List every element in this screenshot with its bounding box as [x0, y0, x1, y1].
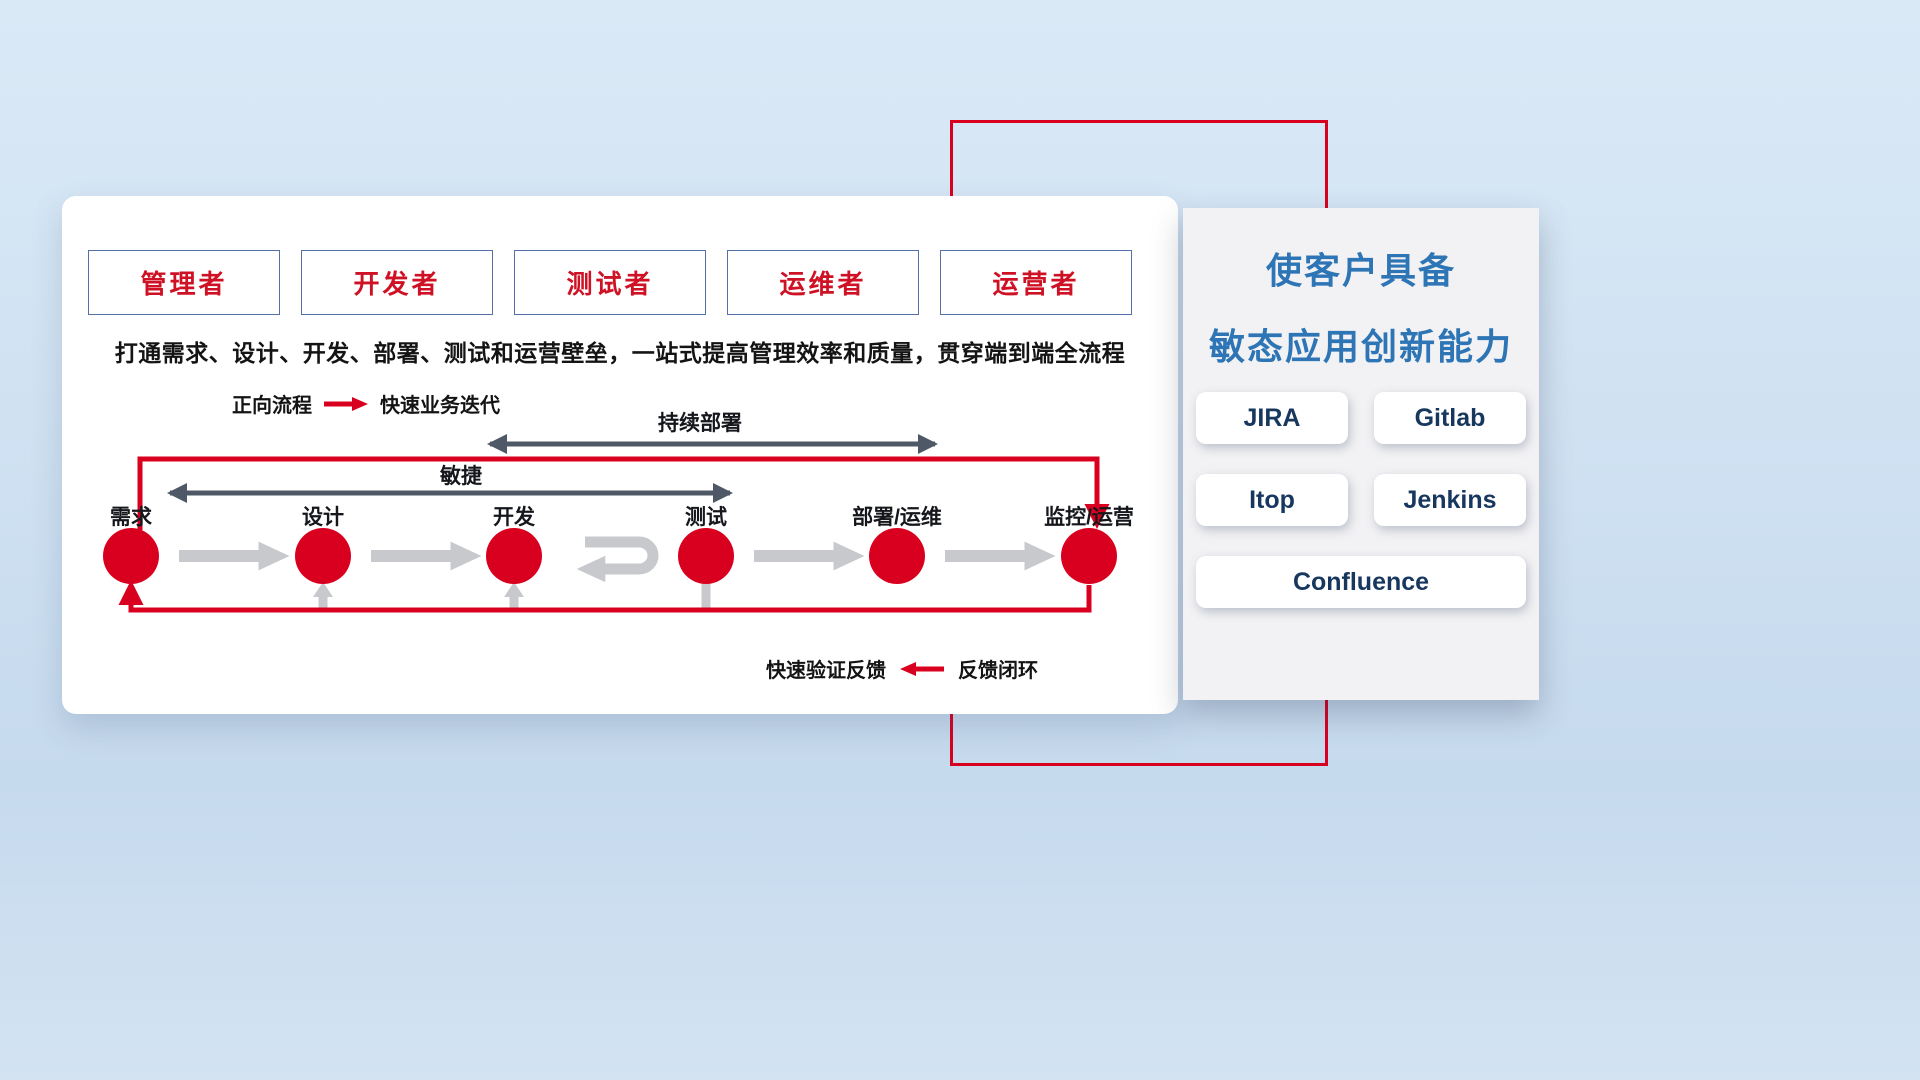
forward-legend-label: 正向流程 — [232, 395, 312, 417]
feedback-legend-value: 反馈闭环 — [958, 660, 1038, 682]
role-label: 运维者 — [779, 269, 867, 299]
stage-label-development: 开发 — [493, 506, 535, 529]
description-text: 打通需求、设计、开发、部署、测试和运营壁垒，一站式提高管理效率和质量，贯穿端到端… — [114, 340, 1126, 366]
feedback-connector-arrowhead — [313, 582, 333, 597]
role-box-ops: 运维者 — [727, 250, 919, 315]
stage-circle-testing — [678, 528, 734, 584]
role-label: 开发者 — [353, 269, 441, 299]
tool-button-jenkins: Jenkins — [1374, 474, 1526, 526]
stage-circle-design — [295, 528, 351, 584]
role-box-tester: 测试者 — [514, 250, 706, 315]
capability-title-line2: 敏态应用创新能力 — [1208, 326, 1513, 367]
right-arrow-icon — [324, 396, 368, 411]
forward-legend-value: 快速业务迭代 — [380, 395, 500, 417]
continuous-deployment-label: 持续部署 — [658, 412, 742, 435]
role-row: 管理者 开发者 测试者 运维者 运营者 — [88, 250, 1132, 315]
stage-circle-requirements — [103, 528, 159, 584]
stage-circle-development — [486, 528, 542, 584]
feedback-connector-arrowhead — [504, 582, 524, 597]
feedback-legend: 快速验证反馈 反馈闭环 — [766, 654, 1038, 683]
forward-legend: 正向流程 快速业务迭代 — [232, 389, 500, 418]
tool-button-itop: Itop — [1196, 474, 1348, 526]
stage-label-requirements: 需求 — [110, 506, 152, 529]
tools-grid: JIRA Gitlab Itop Jenkins Confluence — [1196, 392, 1526, 608]
role-box-manager: 管理者 — [88, 250, 280, 315]
stage-circle-monitor-operate — [1061, 528, 1117, 584]
role-label: 运营者 — [992, 269, 1080, 299]
process-panel: 管理者 开发者 测试者 运维者 运营者 打通需求、设计、开发、部署、测试和运营壁… — [62, 196, 1178, 714]
tool-button-confluence: Confluence — [1196, 556, 1526, 608]
role-box-operator: 运营者 — [940, 250, 1132, 315]
role-label: 测试者 — [566, 269, 654, 299]
role-label: 管理者 — [140, 269, 228, 299]
iteration-loop-icon — [576, 536, 659, 583]
stage-label-testing: 测试 — [685, 506, 727, 529]
capability-panel: 使客户具备 敏态应用创新能力 JIRA Gitlab Itop Jenkins … — [1183, 208, 1539, 700]
tool-button-gitlab: Gitlab — [1374, 392, 1526, 444]
stage-label-deploy-ops: 部署/运维 — [852, 506, 942, 529]
flow-diagram — [103, 434, 1117, 613]
left-arrow-icon — [900, 661, 944, 676]
forward-loop-line — [137, 456, 1110, 530]
role-box-developer: 开发者 — [301, 250, 493, 315]
stage-label-monitor-operate: 监控/运营 — [1044, 506, 1134, 529]
feedback-loop-line — [118, 580, 1092, 613]
feedback-legend-label: 快速验证反馈 — [766, 660, 886, 682]
agile-label: 敏捷 — [440, 465, 482, 488]
capability-title-line1: 使客户具备 — [1265, 250, 1456, 291]
stage-label-design: 设计 — [302, 506, 344, 529]
stage-circle-deploy-ops — [869, 528, 925, 584]
tool-button-jira: JIRA — [1196, 392, 1348, 444]
